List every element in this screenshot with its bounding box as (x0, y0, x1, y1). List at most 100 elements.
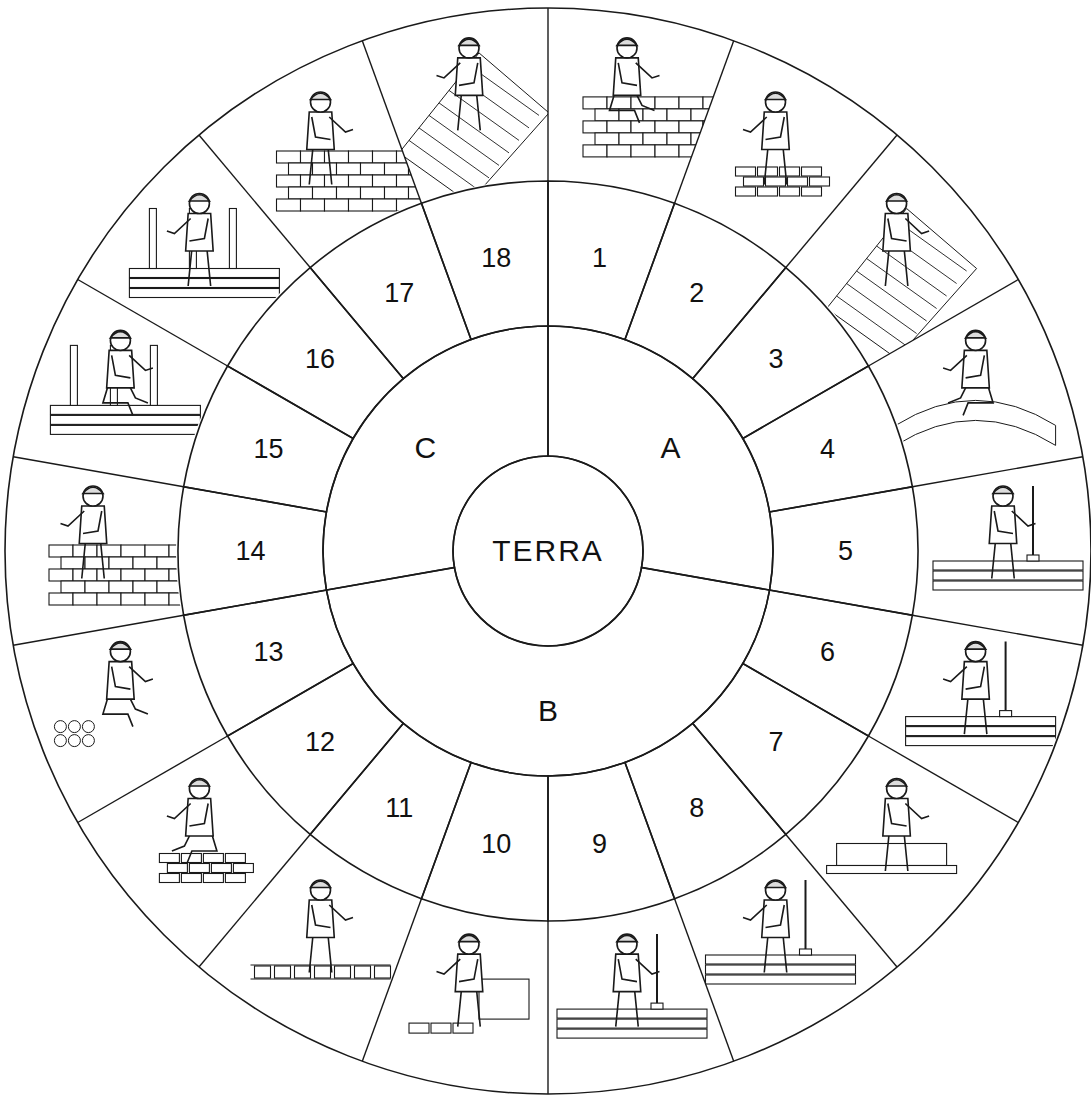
worker-cap (459, 39, 479, 45)
worker-leg (82, 541, 105, 579)
worker-cap (887, 780, 907, 786)
brick (325, 175, 349, 187)
brick (583, 121, 607, 133)
brick (349, 175, 373, 187)
worker-head (459, 934, 479, 954)
roof-plane (399, 53, 549, 203)
mold-cell (355, 966, 371, 978)
earth-ball (54, 721, 66, 733)
brick (583, 145, 607, 157)
node-outline (545, 178, 678, 343)
worker-leg (458, 93, 481, 131)
block (203, 874, 223, 883)
form-plank (50, 425, 200, 434)
brick (49, 545, 73, 557)
sector-number: 3 (768, 346, 783, 373)
worker-head (887, 194, 907, 214)
brick (679, 145, 703, 157)
form-plank (906, 717, 1056, 726)
brick (595, 133, 619, 145)
roof-tile-line (449, 90, 519, 140)
worker-figure (437, 934, 483, 1027)
center-label: TERRA (492, 536, 604, 566)
brick (655, 145, 679, 157)
brick (289, 187, 313, 199)
sector-number: 13 (253, 639, 283, 666)
node-border (770, 487, 918, 616)
worker-figure (943, 330, 993, 415)
block (780, 187, 800, 196)
roof-tile-line (847, 284, 917, 334)
worker-head (766, 880, 786, 900)
cell-divider (786, 135, 897, 268)
sector-number: 2 (689, 280, 704, 307)
block (181, 874, 201, 883)
block (167, 864, 187, 873)
worker-head (311, 92, 331, 112)
node-border (743, 366, 913, 512)
block (810, 177, 830, 186)
worker-cap (617, 39, 637, 45)
worker-figure (167, 779, 217, 864)
worker-figure (743, 92, 789, 185)
worker-arm (167, 804, 208, 827)
block (766, 177, 786, 186)
numbered-sector: 12 (224, 660, 407, 838)
cell-divider (868, 736, 1018, 823)
worker-cap (617, 935, 637, 941)
worker-arm (618, 63, 659, 86)
rammer-head (800, 949, 812, 955)
block (233, 864, 253, 873)
numbered-sector: 9 (545, 759, 678, 924)
worker-cap (189, 195, 209, 201)
mold-cell (315, 966, 331, 978)
block (802, 167, 822, 176)
worker-cap (189, 780, 209, 786)
brick (397, 175, 421, 187)
form-plank (906, 727, 1056, 736)
brick (373, 175, 397, 187)
node-border (184, 590, 354, 736)
worker-head (966, 330, 986, 350)
brick (61, 581, 85, 593)
cell-divider (13, 457, 183, 487)
cell-divider (362, 899, 421, 1062)
brick (715, 109, 739, 121)
worker-head (617, 38, 637, 58)
worker-figure (883, 194, 929, 287)
block (409, 1023, 429, 1033)
brick (631, 97, 655, 109)
illustration-cell (583, 38, 739, 157)
cell-divider (362, 41, 421, 204)
worker-cap (887, 195, 907, 201)
sector-number: 4 (820, 436, 835, 463)
node-border (625, 723, 786, 898)
brick (133, 557, 157, 569)
block (181, 854, 201, 863)
worker-figure (103, 642, 153, 727)
numbered-sector: 7 (689, 660, 872, 838)
cell-divider (547, 921, 548, 1094)
illustration-cell (409, 934, 529, 1033)
brick (97, 569, 121, 581)
brick (181, 557, 205, 569)
brick (181, 581, 205, 593)
brick (145, 569, 169, 581)
form-plank (50, 405, 200, 414)
illustration-cell (50, 330, 200, 434)
rammer (1005, 642, 1007, 715)
node-outline (545, 759, 678, 924)
form-plank (557, 1009, 707, 1018)
worker-leg (616, 989, 639, 1027)
sector-number: 10 (481, 831, 511, 858)
brick (409, 187, 433, 199)
roof-tile-line (429, 115, 499, 165)
earth-ball (54, 735, 66, 747)
cell-divider (675, 899, 734, 1062)
worker-arm (618, 959, 659, 982)
worker-figure (167, 194, 213, 287)
brick (373, 151, 397, 163)
brick (667, 109, 691, 121)
cell-divider (13, 615, 183, 645)
